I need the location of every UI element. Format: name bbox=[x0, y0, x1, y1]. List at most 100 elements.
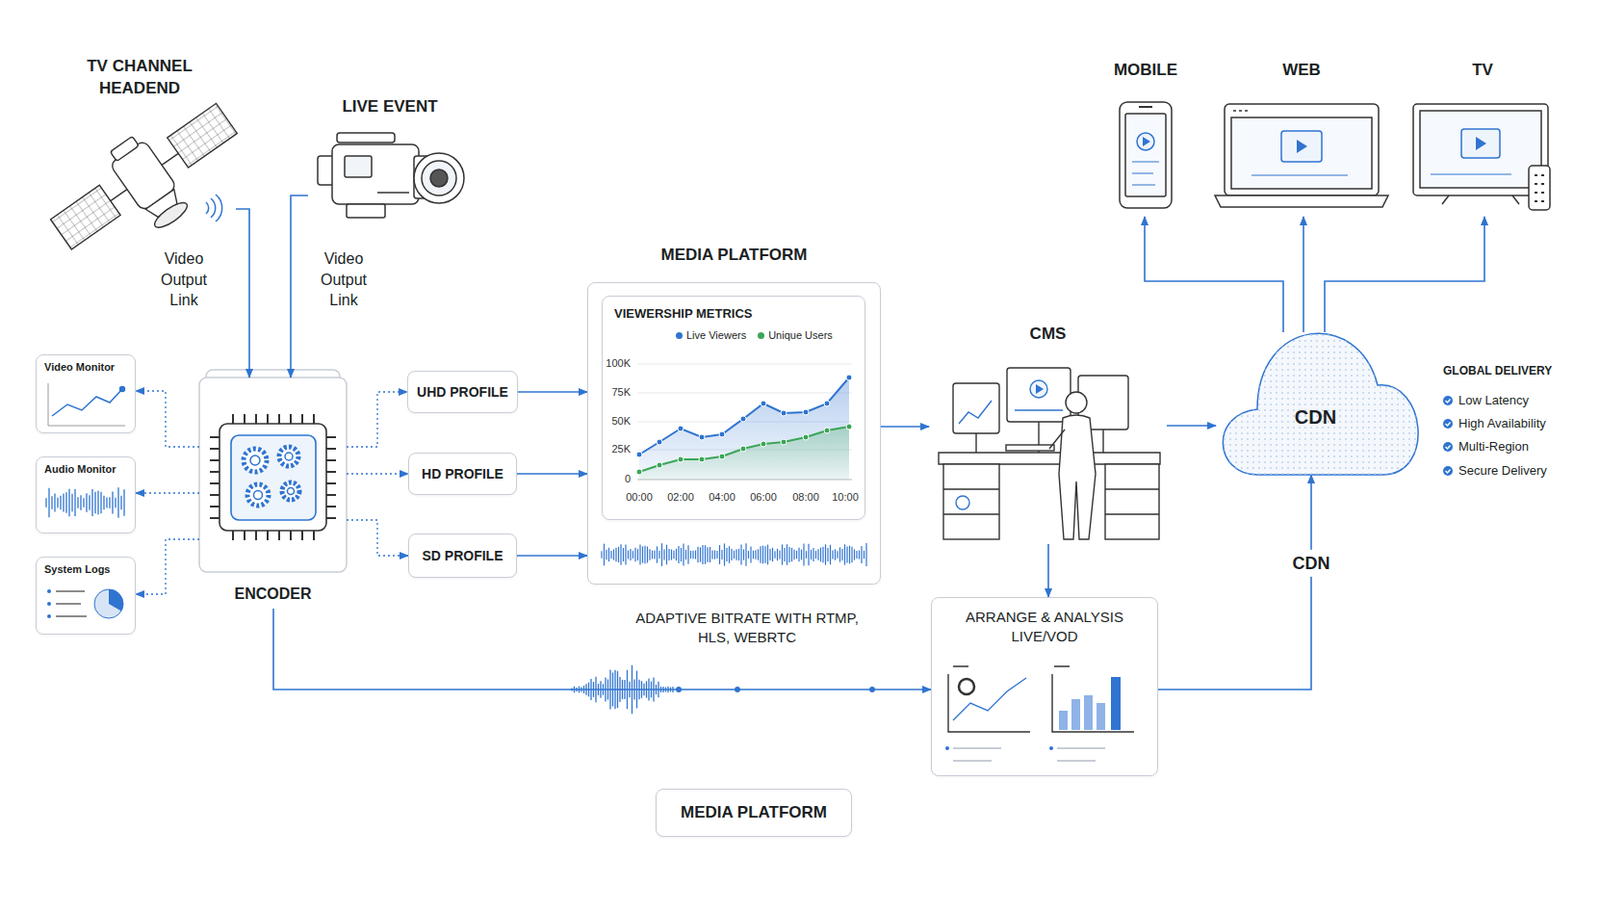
legend-swatch bbox=[757, 332, 765, 339]
audio-waveform bbox=[88, 494, 90, 511]
audio-waveform bbox=[117, 487, 119, 518]
viewership-chart bbox=[636, 451, 643, 458]
panel-waveform bbox=[783, 547, 785, 562]
panel-waveform bbox=[723, 542, 725, 566]
cms-workstation bbox=[1049, 429, 1065, 449]
panel-waveform bbox=[749, 546, 751, 564]
node-text: VIEWERSHIP METRICS bbox=[614, 305, 753, 323]
node-text: MEDIA PLATFORM bbox=[680, 801, 827, 825]
laptop-icon bbox=[1233, 109, 1248, 112]
encoder-chip bbox=[289, 530, 292, 541]
encoder-chip bbox=[301, 413, 304, 424]
connector bbox=[135, 390, 200, 447]
legend-item: Unique Users bbox=[757, 329, 833, 341]
laptop-icon bbox=[1224, 103, 1379, 196]
encoder-chip bbox=[243, 448, 267, 472]
cms-workstation bbox=[1102, 429, 1104, 453]
analysis-box: ARRANGE & ANALYSIS LIVE/VOD bbox=[930, 596, 1159, 776]
axis-label: 04:00 bbox=[708, 490, 736, 504]
panel-waveform bbox=[825, 543, 826, 565]
logs-icon bbox=[94, 589, 124, 619]
panel-waveform bbox=[719, 544, 721, 565]
camera-icon bbox=[413, 153, 465, 204]
logs-icon bbox=[55, 591, 87, 617]
panel-waveform bbox=[725, 547, 727, 562]
connector bbox=[516, 472, 588, 475]
camera-icon bbox=[317, 132, 465, 218]
panel-waveform bbox=[704, 544, 706, 565]
audio-waveform bbox=[46, 487, 125, 518]
encoder-chip bbox=[284, 452, 293, 461]
legend-swatch bbox=[675, 332, 683, 339]
panel-waveform bbox=[844, 543, 846, 565]
panel-waveform bbox=[608, 547, 610, 562]
feature-item: Low Latency bbox=[1458, 392, 1529, 409]
map-texture bbox=[1222, 333, 1419, 475]
panel-waveform bbox=[791, 547, 793, 562]
connector bbox=[1324, 216, 1485, 333]
node-text: WEB bbox=[1282, 59, 1321, 82]
panel-waveform bbox=[646, 546, 648, 564]
panel-waveform bbox=[738, 548, 740, 561]
viewership-chart bbox=[656, 438, 663, 445]
mobile-icon bbox=[1119, 102, 1172, 208]
node-text: ARRANGE & ANALYSIS LIVE/VOD bbox=[941, 607, 1149, 647]
satellite-icon bbox=[167, 103, 238, 168]
panel-waveform bbox=[805, 550, 807, 559]
mobile-icon bbox=[1132, 161, 1160, 185]
audio-waveform bbox=[68, 489, 70, 517]
panel-waveform bbox=[639, 543, 641, 565]
monitor-chart-icon bbox=[48, 383, 126, 426]
audio-waveform bbox=[123, 489, 125, 516]
tv-icon bbox=[1528, 165, 1550, 210]
mobile-icon bbox=[1119, 102, 1172, 208]
panel-waveform bbox=[701, 544, 703, 565]
panel-waveform bbox=[632, 550, 634, 559]
cms-workstation bbox=[1006, 367, 1071, 422]
profile-box: HD PROFILE bbox=[408, 452, 517, 495]
edge-label: Video Output Link bbox=[147, 246, 221, 313]
panel-waveform bbox=[619, 543, 621, 565]
encoder-chip bbox=[209, 493, 220, 496]
encoder-chip bbox=[199, 369, 347, 572]
viewership-chart bbox=[639, 426, 850, 472]
cms-workstation bbox=[1105, 464, 1160, 540]
panel-waveform bbox=[769, 548, 771, 561]
axis-label: 00:00 bbox=[625, 490, 653, 504]
logs-icon bbox=[108, 589, 124, 612]
chart-legend: Live ViewersUnique Users bbox=[675, 329, 833, 341]
encoder-chip bbox=[209, 413, 336, 541]
audio-waveform bbox=[71, 493, 73, 512]
panel-waveform bbox=[666, 544, 668, 566]
logs-icon bbox=[47, 589, 124, 619]
signal-waves bbox=[206, 202, 209, 214]
node-text: HD PROFILE bbox=[421, 464, 504, 484]
panel-waveform bbox=[776, 548, 778, 561]
encoder-chip bbox=[326, 493, 336, 496]
panel-waveform bbox=[728, 545, 730, 564]
cms-workstation bbox=[953, 383, 1000, 434]
edge-label: CDN bbox=[1288, 549, 1336, 577]
cms-workstation bbox=[1065, 391, 1087, 413]
panel-waveform bbox=[634, 547, 636, 563]
device-icon: WEB bbox=[1214, 59, 1389, 217]
tv-icon bbox=[1413, 103, 1550, 210]
tv-icon bbox=[1419, 110, 1542, 188]
feature-item: Multi-Region bbox=[1458, 438, 1529, 455]
feature-item: High Availability bbox=[1458, 415, 1547, 432]
panel-waveform bbox=[822, 546, 824, 564]
panel-waveform bbox=[613, 548, 615, 560]
panel-waveform bbox=[839, 546, 841, 562]
viewership-chart bbox=[780, 438, 787, 445]
cdn-cloud: CDN bbox=[1204, 332, 1427, 480]
node-text: CDN bbox=[1294, 404, 1337, 431]
panel-waveform bbox=[706, 546, 708, 562]
edge-label: Video Output Link bbox=[307, 246, 381, 313]
audio-waveform bbox=[91, 489, 93, 517]
device-icon: MOBILE bbox=[1107, 59, 1185, 217]
panel-waveform bbox=[786, 543, 788, 565]
audio-waveform bbox=[56, 497, 58, 509]
audio-waveform bbox=[65, 491, 67, 513]
axis-label: 02:00 bbox=[667, 490, 695, 504]
